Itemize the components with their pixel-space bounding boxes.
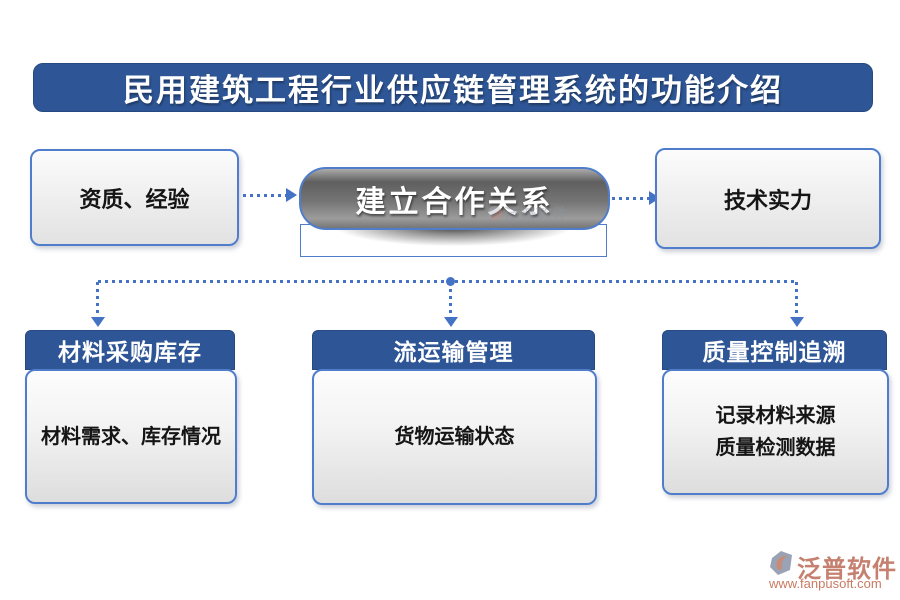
watermark-text: 泛普软件 (504, 207, 569, 224)
arrow-down-icon (444, 317, 458, 327)
qualification-experience-label: 资质、经验 (79, 186, 190, 212)
material-procurement-body-text: 材料需求、库存情况 (41, 425, 221, 448)
arrow-right-icon (286, 188, 297, 202)
pill-watermark: 泛普软件 (488, 201, 568, 225)
quality-control-body-line1: 记录材料来源 (715, 405, 836, 427)
establish-cooperation-label: 建立合作关系 (355, 185, 554, 219)
connector-drop-center (449, 282, 452, 317)
logistics-transport-header: 流运输管理 (312, 330, 595, 370)
quality-control-header-label: 质量控制追溯 (702, 340, 847, 365)
junction-dot-icon (446, 277, 455, 286)
connector-drop-left (96, 282, 99, 317)
quality-control-body-line2: 质量检测数据 (715, 437, 836, 459)
connector-drop-right (795, 282, 798, 317)
diagram-title: 民用建筑工程行业供应链管理系统的功能介绍 (33, 63, 873, 112)
material-procurement-header: 材料采购库存 (25, 330, 235, 370)
material-procurement-header-label: 材料采购库存 (58, 340, 202, 365)
establish-cooperation-pill: 建立合作关系 (299, 167, 610, 230)
watermark-logo-icon (488, 206, 502, 220)
arrow-right-icon (649, 191, 660, 205)
logistics-transport-body-text: 货物运输状态 (394, 426, 515, 448)
connector-pill-to-right (612, 197, 650, 200)
arrow-down-icon (790, 317, 804, 327)
logistics-transport-header-label: 流运输管理 (393, 340, 514, 365)
qualification-experience-box: 资质、经验 (30, 149, 239, 246)
logistics-transport-body: 货物运输状态 (312, 369, 597, 505)
material-procurement-body: 材料需求、库存情况 (25, 369, 237, 504)
fanpu-logo-icon (770, 551, 792, 575)
connector-left-to-pill (243, 194, 287, 197)
diagram-title-text: 民用建筑工程行业供应链管理系统的功能介绍 (123, 73, 783, 108)
footer-logo-url: www.fanpusoft.com (769, 576, 882, 591)
footer-logo-name: 泛普软件 (797, 556, 897, 583)
quality-control-body: 记录材料来源 质量检测数据 (662, 369, 889, 495)
technical-strength-box: 技术实力 (655, 148, 881, 249)
quality-control-header: 质量控制追溯 (662, 330, 887, 370)
technical-strength-label: 技术实力 (723, 187, 812, 213)
arrow-down-icon (91, 317, 105, 327)
